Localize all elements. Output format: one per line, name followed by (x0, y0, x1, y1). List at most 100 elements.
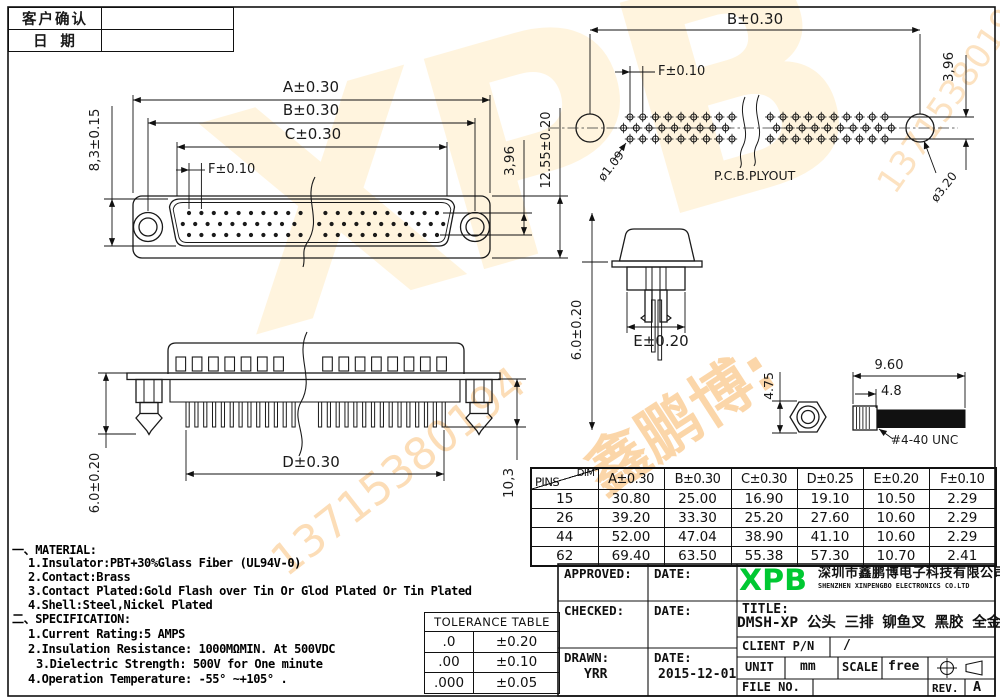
rear-contact-slots (175, 356, 447, 372)
tolerance-value: ±0.05 (473, 672, 560, 694)
table-row: 15 30.80 25.00 16.90 19.10 10.50 2.29 (530, 489, 997, 509)
dim-col-header: E±0.20 (862, 467, 930, 490)
front-dim-row-pitch: 3,96 (502, 145, 518, 177)
front-dim-flange-height: 12.55±0.20 (539, 111, 554, 189)
drawing-title: DMSH-XP 公头 三排 铆鱼叉 黑胶 全金 (737, 615, 1000, 631)
material-item: 4.Shell:Steel,Nickel Plated (28, 598, 213, 612)
tolerance-table-title: TOLERANCE TABLE (424, 612, 560, 632)
drawn-date: 2015-12-01 (658, 667, 737, 682)
dim-col-header: C±0.30 (730, 467, 798, 490)
spec-item: 3.Dielectric Strength: 500V for One minu… (36, 657, 323, 671)
date-value (101, 29, 234, 52)
dim-cell: 30.80 (597, 489, 665, 509)
dim-cell: 69.40 (597, 546, 665, 567)
dim-cell: 10.70 (862, 546, 930, 567)
scale-value: free (888, 659, 920, 674)
approved-date-label: DATE: (654, 566, 692, 581)
spec-title: 二、SPECIFICATION: (12, 612, 131, 626)
screw-thread-spec: #4-40 UNC (891, 433, 959, 447)
tolerance-value: ±0.10 (473, 651, 560, 673)
corner-dim-label: DIM (576, 468, 595, 479)
dimension-table: DIM PINS A±0.30 B±0.30 C±0.30 D±0.25 E±0… (530, 467, 997, 567)
projection-circle-icon (937, 658, 957, 678)
dim-cell: 10.50 (862, 489, 930, 509)
dim-cell: 2.41 (928, 546, 997, 567)
pcb-layout-view (548, 26, 974, 174)
rev-label: REV. (932, 682, 959, 695)
pcb-hole-field (618, 111, 897, 145)
front-dim-height: 8,3±0.15 (87, 108, 103, 172)
corner-pins-label: PINS (535, 475, 560, 489)
dim-cell: 19.10 (796, 489, 864, 509)
pins-cell: 26 (530, 508, 599, 528)
table-row: 26 39.20 33.30 25.20 27.60 10.60 2.29 (530, 508, 997, 528)
material-title: 一、MATERIAL: (12, 543, 97, 557)
confirm-label: 客户确认 (8, 7, 102, 30)
spec-item: 4.Operation Temperature: -55° ~+105° . (28, 672, 288, 686)
dim-cell: 2.29 (928, 489, 997, 509)
checked-date-label: DATE: (654, 603, 692, 618)
end-view (582, 213, 703, 430)
company-name-cn: 深圳市鑫鹏博电子科技有限公司 (818, 566, 1000, 581)
dim-cell: 39.20 (597, 508, 665, 528)
rear-dim-d: D±0.30 (282, 453, 340, 471)
dim-cell: 38.90 (730, 527, 798, 547)
drawn-label: DRAWN: (564, 650, 610, 665)
dim-pins-corner-cell: DIM PINS (530, 467, 599, 490)
tolerance-value: ±0.20 (473, 631, 560, 653)
approved-label: APPROVED: (564, 566, 632, 581)
end-dim-e: E±0.20 (633, 332, 689, 350)
material-item: 1.Insulator:PBT+30%Glass Fiber (UL94V-0) (28, 556, 301, 570)
dim-cell: 16.90 (730, 489, 798, 509)
tolerance-digits: .000 (424, 672, 474, 694)
pins-cell: 62 (530, 546, 599, 567)
screw-knurl (856, 407, 870, 429)
dim-cell: 25.00 (663, 489, 732, 509)
xpb-logo: XPB (739, 563, 807, 598)
pcb-view-caption: P.C.B.PLYOUT (714, 168, 796, 183)
drawn-date-label: DATE: (654, 650, 692, 665)
dim-col-header: A±0.30 (597, 467, 665, 490)
pcb-dim-row-pitch: 3,96 (941, 51, 957, 83)
rev-value: A (973, 679, 982, 695)
unit-label: UNIT (745, 660, 774, 674)
material-item: 2.Contact:Brass (28, 570, 131, 584)
title-label: TITLE: (742, 602, 789, 617)
dim-cell: 55.38 (730, 546, 798, 567)
front-view (104, 95, 568, 268)
front-dim-c: C±0.30 (284, 125, 342, 143)
client-pn-value: / (843, 638, 851, 653)
screw-dim-length: 9.60 (874, 358, 904, 373)
dim-cell: 63.50 (663, 546, 732, 567)
table-row: 62 69.40 63.50 55.38 57.30 10.70 2.41 (530, 546, 997, 567)
dim-cell: 25.20 (730, 508, 798, 528)
dim-col-header: B±0.30 (663, 467, 732, 490)
dim-cell: 33.30 (663, 508, 732, 528)
dim-col-header: D±0.25 (796, 467, 864, 490)
screw-dim-nut-flats: 4.75 (761, 372, 776, 400)
unit-value: mm (800, 659, 816, 674)
file-no-label: FILE NO. (742, 680, 800, 694)
dim-cell: 41.10 (796, 527, 864, 547)
pcb-dim-b: B±0.30 (726, 10, 784, 28)
spec-item: 1.Current Rating:5 AMPS (28, 627, 185, 641)
scale-label: SCALE (842, 660, 879, 674)
dim-cell: 10.60 (862, 527, 930, 547)
dim-cell: 52.00 (597, 527, 665, 547)
front-dim-a: A±0.30 (282, 78, 340, 96)
front-dim-f: F±0.10 (208, 162, 256, 177)
rear-pin-field (185, 401, 446, 428)
rear-dim-depth: 10,3 (501, 467, 517, 499)
tolerance-table: TOLERANCE TABLE .0 ±0.20 .00 ±0.10 .000 … (424, 612, 560, 694)
rear-dim-tail: 6.0±0.20 (88, 452, 103, 514)
screw-detail (772, 372, 966, 440)
front-pin-field (180, 210, 446, 238)
checked-label: CHECKED: (564, 603, 625, 618)
screw-dim-thread-length: 4.8 (881, 384, 902, 399)
dim-cell: 27.60 (796, 508, 864, 528)
dim-cell: 10.60 (862, 508, 930, 528)
dim-cell: 2.29 (928, 508, 997, 528)
rear-view (98, 331, 526, 481)
